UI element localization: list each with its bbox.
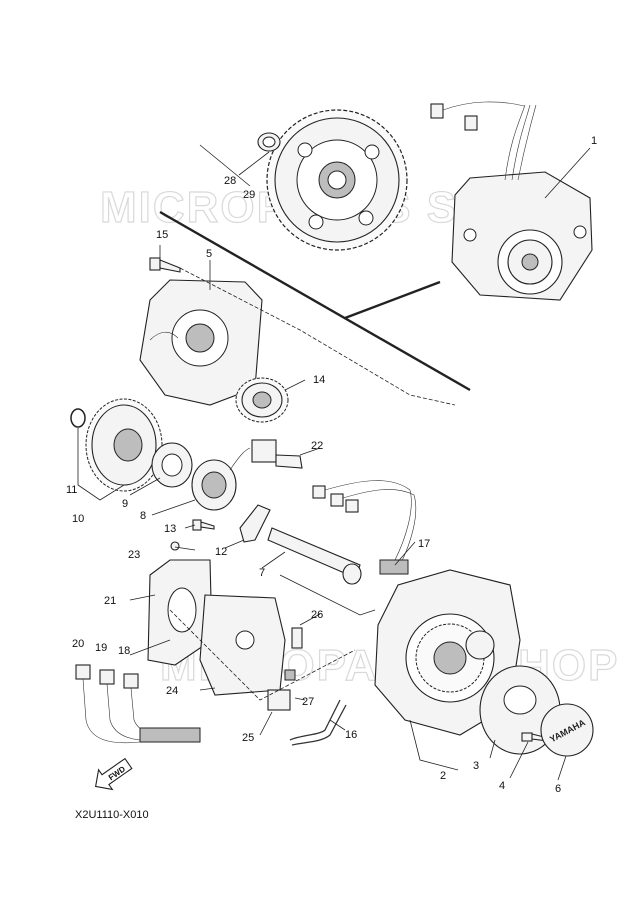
callout-12: 12 [215,546,227,558]
diagram-code: X2U1110-X010 [75,809,149,821]
part-5-case-cover[interactable] [139,279,263,406]
callout-14: 14 [313,374,325,386]
callout-15: 15 [156,229,168,241]
part-28-oil-seal[interactable] [257,132,281,152]
part-27-sensor-element[interactable] [284,669,296,681]
part-21-plate[interactable] [147,559,213,666]
callout-18: 18 [118,645,130,657]
callout-29: 29 [243,189,255,201]
callout-1: 1 [591,135,597,147]
callout-2: 2 [440,770,446,782]
part-29-sprocket[interactable] [266,109,408,251]
part-24-plate[interactable] [199,594,286,696]
callout-6: 6 [555,783,561,795]
part-20-sensor[interactable] [75,664,141,744]
part-13-screw[interactable] [192,519,215,531]
part-14-gear[interactable] [235,377,289,423]
part-8-clutch[interactable] [191,447,251,511]
part-3-cover-plate[interactable] [479,665,561,755]
part-25-pad[interactable] [267,689,291,711]
callout-26: 26 [311,609,323,621]
part-1-motor-assembly[interactable] [430,101,593,301]
callout-28: 28 [224,175,236,187]
part-16-lead[interactable] [289,699,347,746]
callout-labels: 1 2 3 4 5 6 7 8 9 10 11 12 13 14 15 16 1… [66,135,597,795]
divider-line-2 [344,280,441,320]
callout-24: 24 [166,685,178,697]
callout-20: 20 [72,638,84,650]
part-7-shaft[interactable] [267,527,362,585]
callout-7: 7 [259,567,265,579]
callout-10: 10 [72,513,84,525]
divider-line [159,210,471,392]
callout-25: 25 [242,732,254,744]
callout-9: 9 [122,498,128,510]
callout-17: 17 [418,538,430,550]
callout-13: 13 [164,523,176,535]
callout-8: 8 [140,510,146,522]
callout-11: 11 [66,484,77,496]
part-18-sensor[interactable] [123,673,201,743]
callout-3: 3 [473,760,479,772]
callout-22: 22 [311,440,323,452]
part-10-large-gear[interactable] [85,398,163,492]
part-12-bracket[interactable] [239,504,271,543]
callout-27: 27 [302,696,314,708]
part-26-clip[interactable] [291,627,303,649]
part-23-screw[interactable] [170,541,180,551]
fwd-arrow: FWD [94,757,133,791]
callout-16: 16 [345,729,357,741]
leader-lines [77,144,591,781]
callout-19: 19 [95,642,107,654]
part-15-bolt[interactable] [149,257,181,273]
callout-23: 23 [128,549,140,561]
callout-5: 5 [206,248,212,260]
callout-4: 4 [499,780,505,792]
part-9-bearing[interactable] [151,442,193,488]
part-17-harness-connectors[interactable] [312,480,417,575]
part-11-circlip[interactable] [70,408,86,428]
part-22-sensor[interactable] [251,439,303,469]
part-6-cap[interactable]: YAMAHA [540,703,594,757]
callout-21: 21 [104,595,116,607]
